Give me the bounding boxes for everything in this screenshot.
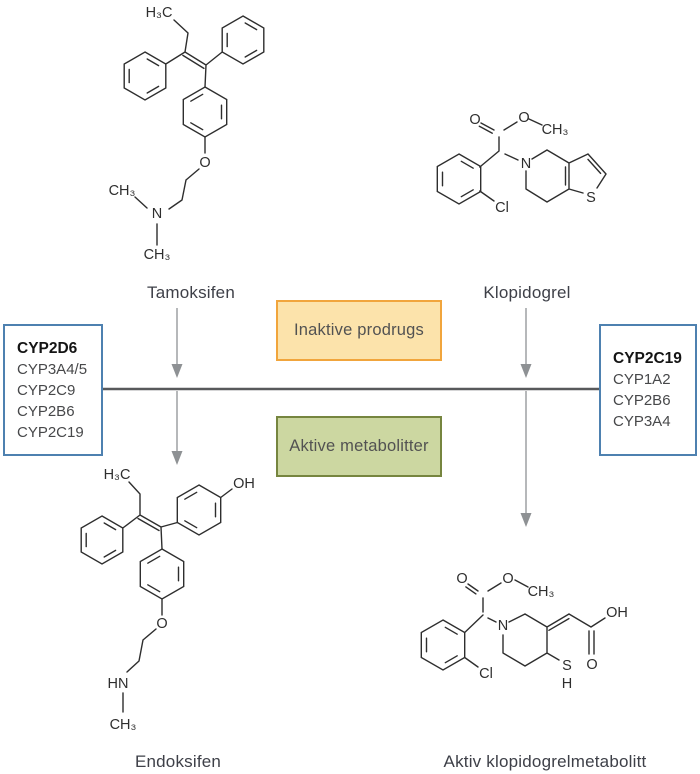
enzyme-item: CYP2B6 bbox=[17, 402, 75, 420]
bond-lines bbox=[122, 481, 233, 713]
enzyme-item: CYP3A4/5 bbox=[17, 360, 88, 378]
atom-label-methyl: CH₃ bbox=[110, 717, 137, 733]
atom-label-hn: HN bbox=[108, 676, 129, 692]
enzyme-primary: CYP2D6 bbox=[17, 339, 78, 357]
aktiv-metabolitt-label: Aktiv klopidogrelmetabolitt bbox=[443, 752, 647, 771]
atom-label-ethyl: H₃C bbox=[104, 467, 131, 483]
enzyme-item: CYP2C9 bbox=[17, 381, 76, 399]
tamoksifen-top-arrow bbox=[171, 308, 183, 378]
tamoksifen-structure: H₃C O CH₃ N CH₃ bbox=[109, 5, 265, 263]
atom-label-ether-o: O bbox=[199, 155, 210, 171]
atom-label-s: S bbox=[586, 190, 596, 206]
atom-label-cl: Cl bbox=[479, 666, 493, 682]
atom-label-methyl: CH₃ bbox=[528, 584, 555, 600]
benzene-ring bbox=[123, 51, 167, 101]
bond-lines bbox=[464, 579, 606, 668]
enzyme-item: CYP2B6 bbox=[613, 392, 671, 409]
benzene-ring bbox=[221, 15, 265, 65]
enzyme-item: CYP2C19 bbox=[17, 423, 84, 441]
cyp2d6-enzyme-box: CYP2D6 CYP3A4/5 CYP2C9 CYP2B6 CYP2C19 bbox=[3, 324, 103, 456]
atom-label-s: S bbox=[562, 658, 572, 674]
klopidogrel-bottom-arrow bbox=[520, 391, 532, 527]
tamoksifen-bottom-arrow bbox=[171, 391, 183, 465]
atom-label-methyl: CH₃ bbox=[109, 183, 136, 199]
atom-label-methyl: CH₃ bbox=[144, 247, 171, 263]
atom-label-oh: OH bbox=[606, 605, 628, 621]
cyp2c19-enzyme-box: CYP2C19 CYP1A2 CYP2B6 CYP3A4 bbox=[599, 324, 697, 456]
benzene-ring bbox=[420, 619, 466, 671]
klopidogrel-label: Klopidogrel bbox=[483, 283, 571, 302]
enzyme-item: CYP3A4 bbox=[613, 413, 671, 430]
benzene-ring bbox=[182, 86, 228, 138]
atom-label-ester-o: O bbox=[518, 110, 529, 126]
bond-lines bbox=[478, 118, 607, 203]
atom-label-ester-o: O bbox=[502, 571, 513, 587]
atom-label-h: H bbox=[562, 676, 572, 692]
atom-label-n: N bbox=[521, 156, 531, 172]
inactive-prodrugs-box: Inaktive prodrugs bbox=[276, 300, 442, 361]
atom-label-n: N bbox=[152, 206, 162, 222]
atom-label-acid-o: O bbox=[586, 657, 597, 673]
enzyme-primary: CYP2C19 bbox=[613, 350, 682, 367]
atom-label-carbonyl-o: O bbox=[469, 112, 480, 128]
bond-lines bbox=[134, 19, 223, 246]
benzene-ring bbox=[80, 515, 124, 565]
active-metabolites-box: Aktive metabolitter bbox=[276, 416, 442, 477]
klopidogrel-structure: O O CH₃ N Cl S bbox=[436, 110, 607, 216]
endoksifen-structure: H₃C OH O HN CH₃ bbox=[80, 467, 255, 733]
aktiv-metabolitt-structure: O O CH₃ N Cl S H OH O bbox=[420, 571, 628, 692]
atom-label-carbonyl-o: O bbox=[456, 571, 467, 587]
klopidogrel-top-arrow bbox=[520, 308, 532, 378]
atom-label-ether-o: O bbox=[156, 616, 167, 632]
benzene-ring bbox=[176, 484, 222, 536]
atom-label-methyl: CH₃ bbox=[542, 122, 569, 138]
endoksifen-label: Endoksifen bbox=[134, 752, 222, 771]
active-metabolites-label: Aktive metabolitter bbox=[289, 437, 429, 455]
atom-label-ethyl: H₃C bbox=[146, 5, 173, 21]
tamoksifen-label: Tamoksifen bbox=[147, 283, 235, 302]
enzyme-item: CYP1A2 bbox=[613, 371, 671, 388]
benzene-ring bbox=[436, 153, 482, 205]
inactive-prodrugs-label: Inaktive prodrugs bbox=[294, 321, 424, 339]
atom-label-cl: Cl bbox=[495, 200, 509, 216]
atom-label-n: N bbox=[498, 618, 508, 634]
atom-label-oh: OH bbox=[233, 476, 255, 492]
benzene-ring bbox=[139, 548, 185, 600]
